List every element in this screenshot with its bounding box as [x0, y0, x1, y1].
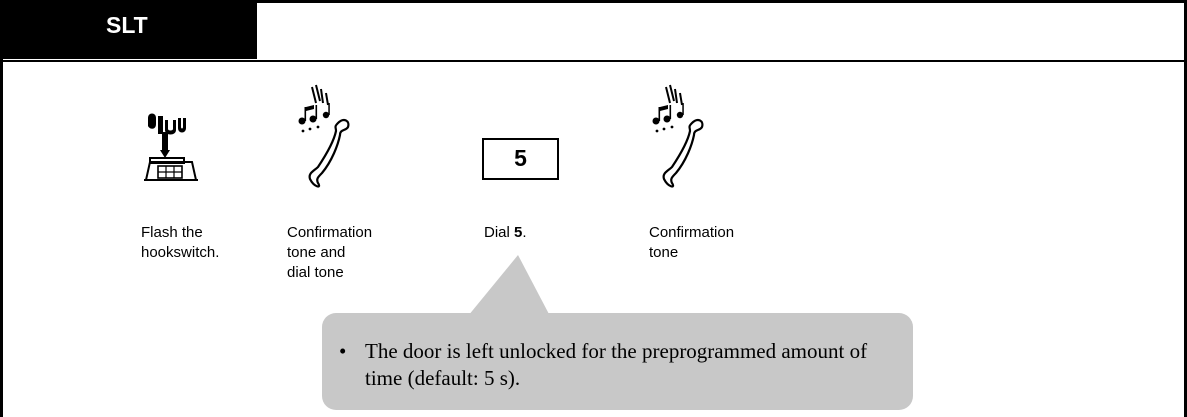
frame-left-border — [0, 0, 3, 417]
handset-tone-icon — [652, 84, 704, 188]
note-bullet: • — [339, 339, 347, 363]
dial-caption-suffix: . — [522, 224, 527, 241]
dial-key-5: 5 — [482, 138, 559, 180]
tab-label: SLT — [106, 12, 148, 38]
note-text: The door is left unlocked for the prepro… — [365, 339, 868, 390]
dial-caption-prefix: Dial — [484, 224, 515, 241]
note-callout — [322, 313, 913, 410]
dial-key-label: 5 — [514, 145, 527, 171]
frame-top-border — [0, 0, 1187, 3]
step-caption-dial: Dial 5. — [484, 223, 527, 243]
step-caption-flash: Flash the hookswitch. — [141, 224, 220, 261]
dial-caption-key: 5 — [514, 224, 523, 241]
step-caption-confirmation-dial: Confirmation tone and dial tone — [287, 224, 373, 281]
header-separator — [0, 60, 1187, 62]
frame-right-border-lower — [1184, 60, 1187, 417]
note-text-block: • The door is left unlocked for the prep… — [339, 338, 899, 392]
hookswitch-icon — [144, 113, 198, 181]
frame-right-border — [1184, 0, 1187, 62]
step-caption-confirmation: Confirmation tone — [649, 224, 735, 261]
handset-tone-icon — [298, 84, 350, 188]
slt-tab: SLT — [0, 0, 257, 59]
